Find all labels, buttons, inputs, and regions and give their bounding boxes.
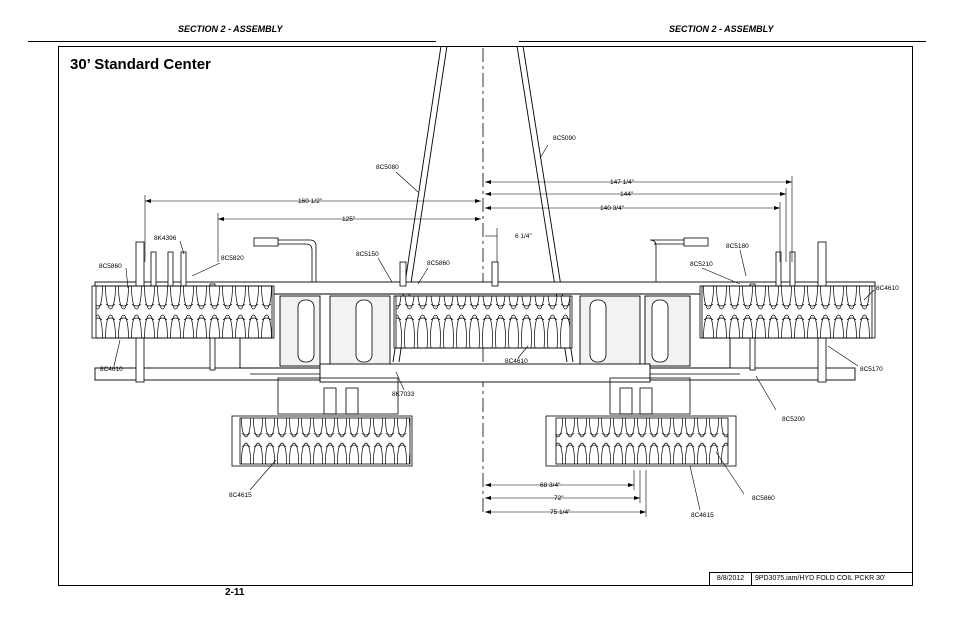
tires	[297, 299, 669, 363]
part-8C5820-label: 8C5820	[221, 255, 244, 262]
dim-140-label: 140 3/4"	[600, 205, 625, 212]
drawing-frame	[58, 46, 913, 586]
dim-68-label: 68 3/4"	[540, 482, 561, 489]
part-8C5860-center-label: 8C5860	[427, 260, 450, 267]
section-header-right: SECTION 2 - ASSEMBLY	[669, 24, 774, 34]
title-block-file: 9PD3075.iam/HYD FOLD COIL PCKR 30'	[752, 572, 913, 586]
dim-75-label: 75 1/4"	[550, 509, 571, 516]
dim-125-label: 125"	[342, 216, 356, 223]
part-8C5170-label: 8C5170	[860, 366, 883, 373]
page-title: 30’ Standard Center	[70, 56, 211, 73]
header-rule-right	[519, 41, 926, 42]
part-8C5860-bottom-label: 8C5860	[752, 495, 775, 502]
dim-147-label: 147 1/4"	[610, 179, 635, 186]
dim-144-label: 144"	[620, 191, 634, 198]
part-8C5210-label: 8C5210	[690, 261, 713, 268]
section-header-left: SECTION 2 - ASSEMBLY	[178, 24, 283, 34]
dim-160-label: 160 1/2"	[298, 198, 323, 205]
part-8C5080-label: 8C5080	[376, 164, 399, 171]
part-8C5200-label: 8C5200	[782, 416, 805, 423]
dim-72-label: 72"	[554, 495, 564, 502]
part-8C4610-right-label: 8C4610	[876, 285, 899, 292]
coil-reels	[91, 285, 876, 467]
part-8C4615-right-label: 8C4615	[691, 512, 714, 519]
header-rule-left	[28, 41, 436, 42]
part-8C5150-label: 8C5150	[356, 251, 379, 258]
part-8C4610-center-label: 8C4610	[505, 358, 528, 365]
part-8K4396-label: 8K4396	[154, 235, 177, 242]
part-8K7033-label: 8K7033	[392, 391, 415, 398]
part-8C5090-label: 8C5090	[553, 135, 576, 142]
hydraulic-hoses	[253, 237, 709, 282]
title-block-date: 8/8/2012	[709, 572, 752, 586]
part-8C4615-left-label: 8C4615	[229, 492, 252, 499]
part-8C4610-left-label: 8C4610	[100, 366, 123, 373]
leader-lines	[113, 144, 875, 511]
dimension-lines	[144, 176, 793, 517]
dim-6-label: 6 1/4"	[515, 233, 532, 240]
part-8C5860-left-label: 8C5860	[99, 263, 122, 270]
page-number: 2-11	[225, 587, 245, 598]
rear-gangs	[250, 373, 740, 415]
part-8C5180-label: 8C5180	[726, 243, 749, 250]
